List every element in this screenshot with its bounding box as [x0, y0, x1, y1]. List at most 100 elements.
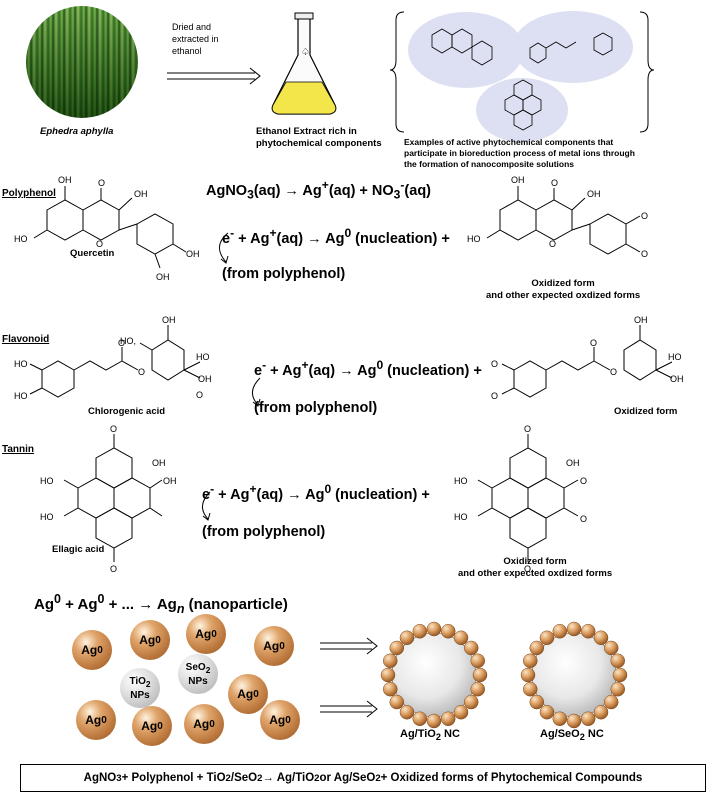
svg-text:OH: OH: [163, 476, 177, 486]
ag-bead: [603, 640, 619, 656]
svg-text:O: O: [196, 390, 203, 400]
nc2-label: Ag/SeO2 NC: [540, 728, 604, 743]
reduction-equation-2: e- + Ag+(aq) → Ag0 (nucleation) +: [254, 358, 482, 379]
compound-chlorogenic: Chlorogenic acid: [88, 406, 166, 417]
ag-bead: [552, 624, 568, 639]
heading-flavonoid: Flavonoid: [2, 334, 50, 345]
svg-text:O: O: [524, 564, 531, 574]
svg-text:OH: OH: [58, 175, 72, 185]
svg-text:O: O: [98, 178, 105, 188]
ag-bead: [426, 713, 442, 729]
ag-bead: [520, 667, 536, 683]
svg-text:O: O: [551, 178, 558, 188]
svg-text:OH: OH: [198, 374, 212, 384]
ag-bead: [426, 621, 442, 637]
ag-bead: [580, 711, 596, 726]
heading-polyphenol: Polyphenol: [2, 188, 56, 199]
from-polyphenol-1: (from polyphenol): [222, 266, 346, 282]
from-polyphenol-3: (from polyphenol): [202, 524, 326, 540]
svg-text:HO: HO: [14, 391, 28, 401]
ag-bead: [529, 694, 545, 710]
ag-bead: [529, 640, 545, 656]
ag-bead: [539, 704, 555, 720]
svg-text:O: O: [524, 424, 531, 434]
svg-text:O: O: [641, 249, 648, 259]
svg-text:O: O: [580, 476, 587, 486]
ag-bead: [523, 681, 538, 697]
ag-bead: [610, 681, 625, 697]
ag-bead: [440, 711, 456, 726]
svg-text:OH: OH: [134, 189, 148, 199]
svg-text:O: O: [138, 367, 145, 377]
svg-text:OH: OH: [511, 175, 525, 185]
ag-bead: [566, 713, 582, 729]
ag-bead: [389, 640, 405, 656]
plant-name: Ephedra aphylla: [40, 126, 114, 137]
ephedra-photo: [26, 6, 138, 118]
ag-bead: [610, 653, 625, 669]
svg-text:O: O: [96, 239, 103, 249]
oxidized-label-2: Oxidized form: [614, 406, 678, 417]
ag-bead: [399, 704, 415, 720]
svg-text:O: O: [110, 564, 117, 574]
ag-bead: [470, 681, 485, 697]
svg-text:O: O: [118, 338, 125, 348]
svg-text:O: O: [580, 514, 587, 524]
svg-text:OH: OH: [670, 374, 684, 384]
ellagic-acid-structure: [63, 434, 163, 562]
svg-text:O: O: [549, 239, 556, 249]
svg-text:HO: HO: [668, 352, 682, 362]
ag-bead: [603, 694, 619, 710]
ag-bead: [566, 621, 582, 637]
from-polyphenol-2: (from polyphenol): [254, 400, 378, 416]
ag-bead: [593, 630, 609, 646]
svg-text:HO: HO: [454, 512, 468, 522]
ag-bead: [463, 694, 479, 710]
svg-text:HO: HO: [454, 476, 468, 486]
svg-text:OH: OH: [186, 249, 200, 259]
ag-bead: [380, 667, 396, 683]
svg-text:OH: OH: [162, 315, 176, 325]
reduction-equation-1: e- + Ag+(aq) → Ag0 (nucleation) +: [222, 226, 450, 247]
ag-bead: [580, 624, 596, 639]
ag-bead: [412, 624, 428, 639]
nanoparticle-equation: Ag0 + Ag0 + ... → Agn (nanoparticle): [34, 592, 288, 616]
svg-text:HO,: HO,: [120, 336, 136, 346]
quercetin-structure: [33, 186, 187, 269]
ag-bead: [593, 704, 609, 720]
oxidized-ellagic-structure: [477, 434, 579, 562]
ag-tio2-nanocomposite: [380, 621, 488, 729]
examples-caption: Examples of active phytochemical compone…: [404, 137, 635, 169]
svg-text:HO: HO: [40, 512, 54, 522]
ag-bead: [470, 653, 485, 669]
reduction-equation-3: e- + Ag+(aq) → Ag0 (nucleation) +: [202, 482, 430, 503]
ag-bead: [383, 681, 398, 697]
dissociation-equation: AgNO3(aq) → Ag+(aq) + NO3-(aq): [206, 178, 432, 202]
svg-text:OH: OH: [152, 458, 166, 468]
svg-text:O: O: [491, 359, 498, 369]
ag-seo2-nanocomposite: [520, 621, 628, 729]
oxidized-chlorogenic-structure: [501, 325, 673, 398]
svg-text:O: O: [110, 424, 117, 434]
nc1-label: Ag/TiO2 NC: [400, 728, 460, 743]
oxidized-label-1: Oxidized form and other expected oxdized…: [486, 278, 641, 301]
svg-text:OH: OH: [587, 189, 601, 199]
ag-bead: [539, 630, 555, 646]
svg-text:O: O: [641, 211, 648, 221]
ag-bead: [612, 667, 628, 683]
ag-bead: [440, 624, 456, 639]
svg-text:HO: HO: [467, 234, 481, 244]
svg-text:OH: OH: [566, 458, 580, 468]
process-note: Dried and extracted in ethanol: [172, 22, 219, 56]
